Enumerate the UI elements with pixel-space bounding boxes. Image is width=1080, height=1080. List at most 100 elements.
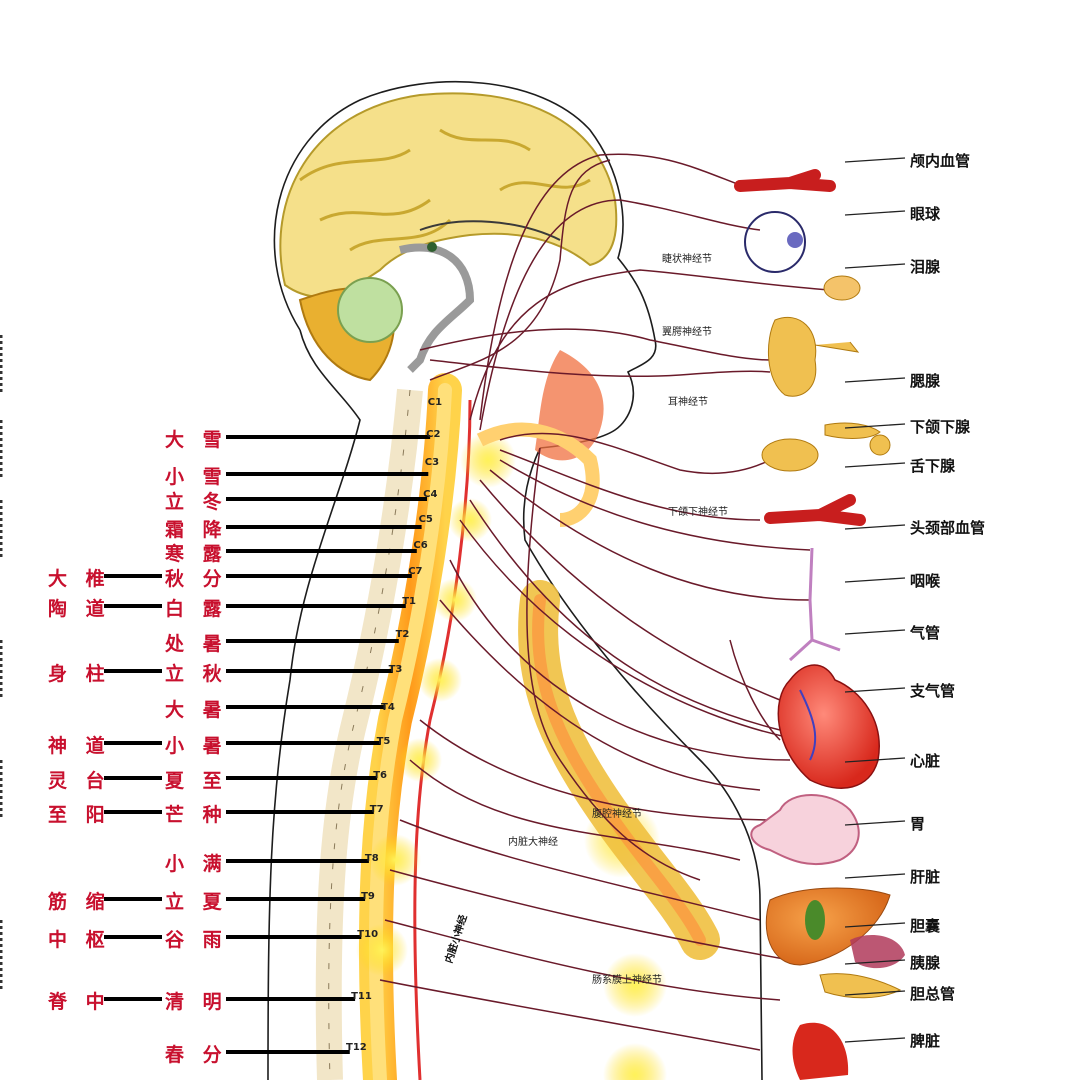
solar-term-label: 秋 分: [165, 568, 228, 590]
blood-vessels: [734, 169, 866, 526]
organ-leader: [844, 1037, 906, 1043]
acupoint-label: 筋 缩: [48, 891, 111, 913]
acupoint-label: 陶 道: [48, 598, 111, 620]
vertebra-label: T5: [376, 736, 391, 747]
solar-term-label: 霜 降: [165, 519, 228, 541]
level-connector-lines: [104, 435, 431, 1054]
organ-leader: [844, 524, 906, 530]
organ-leader: [844, 577, 906, 583]
organ-leader: [844, 687, 906, 693]
solar-term-label: 立 夏: [165, 891, 228, 913]
solar-term-label: 小 雪: [165, 466, 228, 488]
solar-term-label: 芒 种: [165, 804, 228, 826]
organ-leader: [844, 990, 906, 996]
organ-leader: [844, 629, 906, 635]
vertebra-label: C7: [408, 566, 423, 577]
organ-label: 舌下腺: [910, 457, 956, 475]
nerve-label: 耳神经节: [668, 397, 708, 408]
organ-label: 胆总管: [910, 985, 956, 1003]
vertebra-label: T6: [373, 770, 387, 781]
acupoint-label: 中 枢: [48, 929, 111, 951]
acupoint-label: 身 柱: [48, 663, 111, 685]
vertebra-label: C6: [413, 540, 428, 551]
solar-term-label: 大 暑: [165, 699, 228, 721]
solar-term-label: 处 暑: [165, 633, 228, 655]
solar-term-label: 立 秋: [165, 663, 228, 685]
solar-term-label: 小 满: [165, 853, 228, 875]
vertebra-label: C5: [418, 514, 433, 525]
solar-term-label: 小 暑: [165, 735, 228, 757]
solar-term-label: 夏 至: [165, 770, 228, 792]
organ-label: 胃: [910, 815, 926, 833]
organ-label: 头颈部血管: [910, 519, 986, 537]
organ-label: 胆囊: [910, 917, 941, 935]
organ-label: 眼球: [910, 205, 941, 223]
vertebra-label: T11: [351, 991, 372, 1002]
vertebra-label: T4: [381, 702, 395, 713]
solar-term-label: 春 分: [165, 1044, 228, 1066]
brain: [279, 92, 618, 382]
organ-leader: [844, 873, 906, 879]
organ-label: 脾脏: [910, 1032, 941, 1050]
vertebra-label: T7: [369, 804, 384, 815]
organ-leader: [844, 820, 906, 826]
spine: [315, 373, 472, 1080]
abdominal-organs: [765, 887, 905, 1080]
vertebra-label: T2: [395, 629, 410, 640]
organ-label: 支气管: [910, 682, 956, 700]
organ-leader: [844, 757, 906, 763]
organ-label: 胰腺: [910, 954, 941, 972]
nerve-label: 腹腔神经节: [592, 809, 642, 820]
organ-leader: [844, 210, 906, 216]
stomach: [750, 794, 860, 866]
glands: [761, 275, 891, 472]
solar-term-label: 寒 露: [165, 543, 228, 565]
organ-label: 肝脏: [910, 868, 941, 886]
vertebra-label: T12: [346, 1042, 367, 1053]
airways: [788, 547, 841, 662]
acupoint-label: 大 椎: [48, 568, 111, 590]
organ-leader: [844, 959, 906, 965]
solar-term-label: 白 露: [165, 598, 228, 620]
acupoint-label: 脊 中: [48, 991, 111, 1013]
vertebra-label: C4: [423, 489, 438, 500]
vertebra-label: T3: [388, 664, 403, 675]
solar-term-label: 清 明: [165, 991, 228, 1013]
organ-leader: [844, 377, 906, 383]
nerve-label: 肠系膜上神经节: [592, 975, 662, 986]
acupoint-label: 至 阳: [48, 804, 111, 826]
organ-leader: [844, 423, 906, 429]
organ-label: 颅内血管: [910, 152, 971, 170]
vertebra-label: T8: [364, 853, 379, 864]
organ-label: 泪腺: [910, 258, 941, 276]
vertebra-label: C3: [424, 457, 440, 468]
nerve-fibers: [379, 153, 831, 1051]
organ-label: 气管: [910, 624, 941, 642]
organ-label: 咽喉: [910, 572, 941, 590]
solar-term-label: 大 雪: [165, 429, 228, 451]
vertebra-label: T10: [357, 929, 379, 940]
organ-leader: [844, 263, 906, 269]
nerve-label: 睫状神经节: [662, 254, 712, 265]
solar-term-label: 立 冬: [165, 491, 228, 513]
eyeball: [744, 211, 806, 273]
solar-term-label: 谷 雨: [165, 929, 228, 951]
organ-label: 下颌下腺: [910, 418, 971, 436]
acupoint-label: 神 道: [48, 735, 111, 757]
vertebra-label: T9: [361, 891, 375, 902]
nerve-label: 下颌下神经节: [668, 507, 728, 518]
throat: [476, 350, 720, 960]
organ-leader-lines: [844, 157, 906, 1043]
heart: [777, 664, 880, 789]
organ-leader: [844, 922, 906, 928]
vertebra-label: C1: [427, 397, 443, 408]
acupoint-label: 灵 台: [48, 770, 111, 792]
nerve-label: 内脏大神经: [508, 837, 558, 848]
vertebra-label: C2: [426, 429, 441, 440]
organ-label: 腮腺: [910, 372, 941, 390]
organ-leader: [844, 157, 906, 163]
organ-label: 心脏: [910, 752, 941, 770]
organ-leader: [844, 462, 906, 468]
vertebra-label: T1: [402, 596, 416, 607]
